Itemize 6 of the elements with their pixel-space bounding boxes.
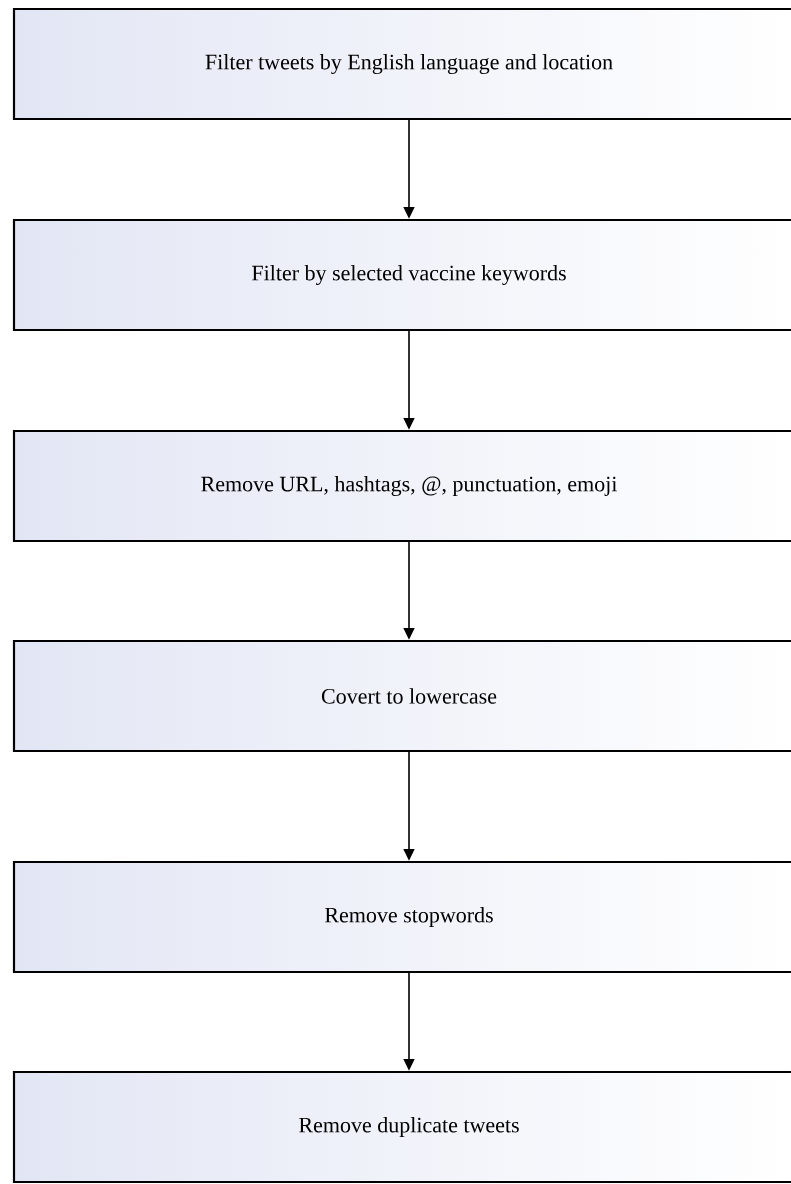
process-box: Remove duplicate tweets [12, 1070, 791, 1184]
process-box: Covert to lowercase [12, 639, 791, 753]
process-box: Filter by selected vaccine keywords [12, 218, 791, 332]
process-box: Filter tweets by English language and location [12, 7, 791, 121]
process-box: Remove stopwords [12, 860, 791, 974]
process-box: Remove URL, hashtags, @, punctuation, emoji [12, 429, 791, 543]
